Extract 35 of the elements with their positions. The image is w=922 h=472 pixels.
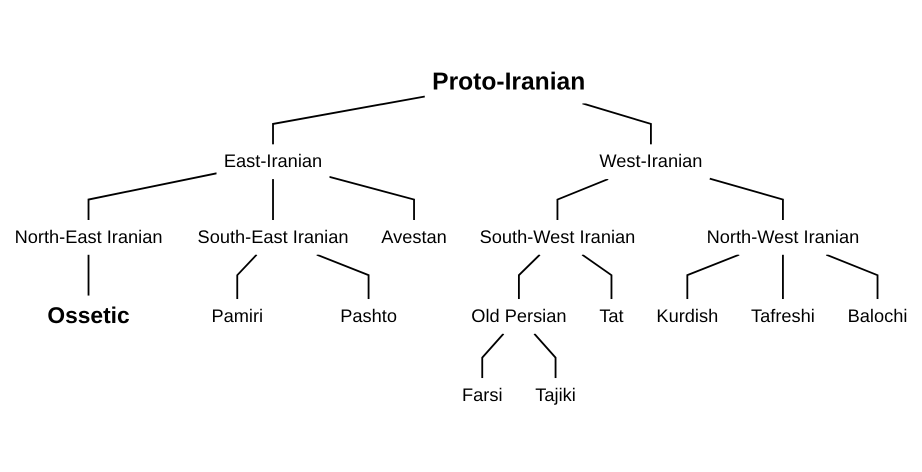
node-text: Proto-Iranian [432, 67, 586, 95]
node-text: Tat [599, 306, 624, 326]
connector [582, 102, 652, 144]
connector [316, 254, 370, 300]
connector [686, 254, 740, 300]
connector [826, 254, 878, 300]
connector [481, 333, 504, 378]
connector [782, 254, 784, 300]
connector [582, 254, 612, 300]
connector [518, 254, 540, 300]
node-text: Farsi [462, 385, 502, 406]
node-text: East-Iranian [224, 152, 322, 172]
node-text: North-West Iranian [706, 227, 860, 248]
node-text: Tafreshi [751, 306, 815, 326]
connector [88, 254, 90, 296]
connector [329, 176, 415, 220]
connector [709, 178, 784, 220]
node-text: Old Persian [471, 306, 567, 326]
connector [236, 254, 258, 300]
node-text: West-Iranian [599, 152, 702, 172]
node-text: Balochi [848, 306, 908, 326]
node-text: North-East Iranian [14, 227, 162, 248]
connector [88, 172, 217, 220]
node-text: Pashto [340, 306, 397, 326]
node-text: Pamiri [211, 306, 264, 326]
node-text: Avestan [381, 227, 447, 248]
node-text: Ossetic [47, 302, 130, 328]
connector [272, 179, 274, 220]
node-text: Kurdish [656, 306, 718, 326]
node-text: Tajiki [535, 385, 576, 406]
node-text: South-West Iranian [480, 227, 636, 248]
node-text: South-East Iranian [198, 227, 348, 248]
connector [272, 96, 426, 144]
connector [534, 333, 556, 378]
connector [556, 178, 608, 220]
